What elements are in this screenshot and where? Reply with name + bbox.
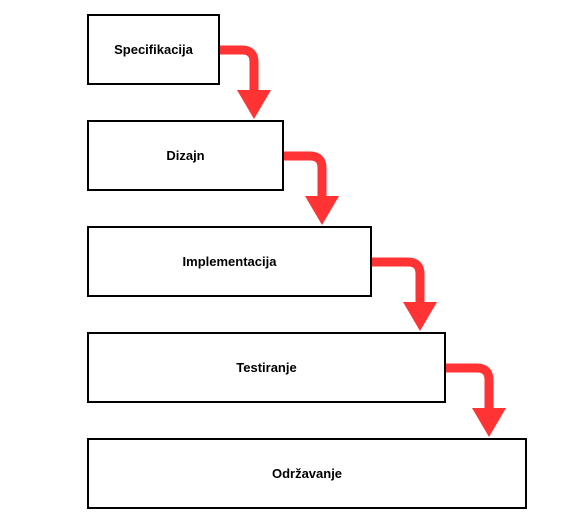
step-box-dizajn: Dizajn xyxy=(87,120,284,191)
step-box-specifikacija: Specifikacija xyxy=(87,14,220,85)
arrow-connector-4 xyxy=(446,363,506,437)
step-box-implementacija: Implementacija xyxy=(87,226,372,297)
step-label: Implementacija xyxy=(182,254,277,269)
step-label: Dizajn xyxy=(166,148,205,163)
step-label: Testiranje xyxy=(236,360,297,375)
arrow-connector-1 xyxy=(220,45,271,119)
step-label: Specifikacija xyxy=(114,42,193,57)
step-box-testiranje: Testiranje xyxy=(87,332,446,403)
step-box-odrzavanje: Održavanje xyxy=(87,438,527,509)
step-label: Održavanje xyxy=(271,466,343,481)
arrow-connector-3 xyxy=(372,257,437,331)
arrow-connector-2 xyxy=(284,151,339,225)
